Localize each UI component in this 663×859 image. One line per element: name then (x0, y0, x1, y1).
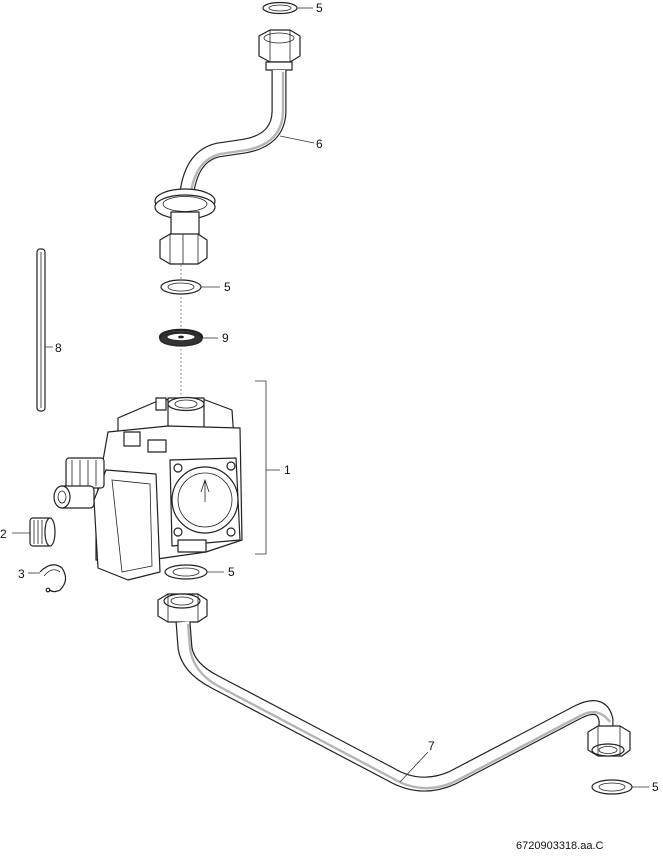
callout-5-lower: 5 (228, 565, 235, 579)
callout-3: 3 (18, 567, 25, 581)
callout-7: 7 (428, 739, 435, 753)
washer-bottom-right (591, 779, 649, 795)
lower-pipe (157, 593, 631, 792)
callout-6: 6 (316, 137, 323, 151)
callout-9: 9 (222, 331, 229, 345)
callout-5-top: 5 (316, 1, 323, 15)
callout-8: 8 (55, 341, 62, 355)
callout-1: 1 (284, 463, 291, 477)
upper-pipe (154, 29, 315, 265)
callout-2: 2 (0, 527, 7, 541)
clip (28, 564, 67, 593)
filter-gasket (158, 328, 218, 347)
callout-5-bottom: 5 (652, 780, 659, 794)
document-id: 6720903318.aa.C (516, 840, 604, 852)
washer-lower-valve (164, 564, 224, 580)
gas-valve (53, 380, 280, 581)
callout-5-upper: 5 (224, 280, 231, 294)
washer-upper-valve (160, 279, 220, 295)
cap-plug (12, 517, 56, 547)
washer-top (262, 1, 313, 15)
rod (36, 248, 53, 412)
